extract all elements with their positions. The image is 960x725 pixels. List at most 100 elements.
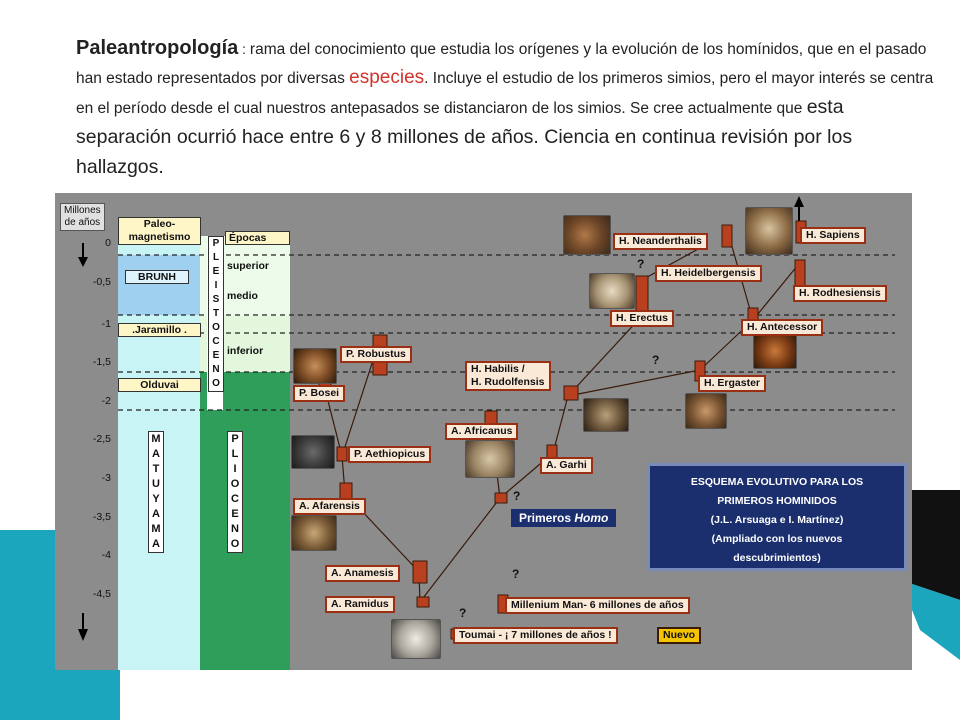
intro-paragraph: Paleantropología : rama del conocimiento… xyxy=(76,34,936,183)
tick-label: -1 xyxy=(101,318,111,330)
skull-photo xyxy=(745,207,793,255)
species-h-sapiens: H. Sapiens xyxy=(800,227,866,244)
intro-text-1: rama del conocimiento que estudia los or… xyxy=(76,41,927,87)
evolution-diagram: Millones de años 0 -0,5 -1 -1,5 -2 -2,5 … xyxy=(55,193,912,670)
matuyama-letter: A xyxy=(152,538,160,550)
species-a-africanus: A. Africanus xyxy=(445,423,519,440)
skull-photo xyxy=(391,619,441,659)
legend-line4: (Ampliado con los nuevos xyxy=(711,533,843,545)
species-a-anamesis: A. Anamesis xyxy=(325,565,400,582)
species-h-antecessor: H. Antecessor xyxy=(741,319,824,336)
species-p-bosei: P. Bosei xyxy=(293,385,346,402)
plioceno-letter: O xyxy=(230,538,240,550)
intro-highlight: especies xyxy=(349,67,425,88)
primeros-text: Primeros xyxy=(519,511,575,525)
tick-label: -2,5 xyxy=(92,433,111,445)
legend-line2: PRIMEROS HOMINIDOS xyxy=(717,495,837,507)
epoch-medio: medio xyxy=(227,290,258,302)
question-mark: ? xyxy=(652,353,660,367)
pleistoceno-letter: P xyxy=(212,238,220,249)
skull-photo xyxy=(753,333,797,369)
paleomag-header-line2: magnetismo xyxy=(128,231,191,243)
plioceno-letter: I xyxy=(233,463,237,475)
pleistoceno-letter: O xyxy=(212,322,220,333)
plioceno-letter: C xyxy=(231,493,239,505)
matuyama-letter: A xyxy=(152,508,160,520)
species-h-neanderthalis: H. Neanderthalis xyxy=(613,233,708,250)
intro-title: Paleantropología xyxy=(76,37,239,59)
skull-photo xyxy=(293,348,337,384)
paleomag-header: Paleo- magnetismo xyxy=(118,217,201,245)
pleistoceno-letter: E xyxy=(212,266,220,277)
skull-photo xyxy=(685,393,727,429)
question-mark: ? xyxy=(512,567,520,581)
axis-title-line2: de años xyxy=(64,217,101,228)
legend-line5: descubrimientos) xyxy=(733,552,821,564)
nuevo-badge: Nuevo xyxy=(657,627,702,644)
epochs-header: Épocas xyxy=(225,231,290,245)
species-toumai: Toumai - ¡ 7 millones de años ! xyxy=(453,627,618,644)
pleistoceno-letter: E xyxy=(212,350,220,361)
pleistoceno-label: P L E I S T O C E N O xyxy=(208,236,224,392)
species-millenium-man: Millenium Man- 6 millones de años xyxy=(505,597,690,614)
species-h-heidelbergensis: H. Heidelbergensis xyxy=(655,265,762,282)
tick-label: -2 xyxy=(101,395,111,407)
question-mark: ? xyxy=(637,257,645,271)
olduvai-label: Olduvai xyxy=(118,378,201,392)
species-p-aethiopicus: P. Aethiopicus xyxy=(348,446,432,463)
pleistoceno-letter: S xyxy=(212,294,220,305)
tick-label: 0 xyxy=(105,237,111,249)
legend-line1: ESQUEMA EVOLUTIVO PARA LOS xyxy=(690,476,864,488)
legend-box: ESQUEMA EVOLUTIVO PARA LOS PRIMEROS HOMI… xyxy=(647,463,907,571)
tick-label: -4,5 xyxy=(92,588,111,600)
epoch-superior: superior xyxy=(227,260,270,272)
question-mark: ? xyxy=(513,489,521,503)
question-mark: ? xyxy=(459,606,467,620)
matuyama-letter: M xyxy=(151,433,161,445)
paleomag-header-line1: Paleo- xyxy=(143,218,176,230)
habilis-line1: H. Habilis / xyxy=(471,363,525,375)
primeros-homo-label: Primeros Homo xyxy=(511,509,617,527)
species-h-erectus: H. Erectus xyxy=(610,310,674,327)
plioceno-letter: L xyxy=(231,448,239,460)
species-a-ramidus: A. Ramidus xyxy=(325,596,395,613)
species-p-robustus: P. Robustus xyxy=(340,346,412,363)
pleistoceno-letter: O xyxy=(212,378,220,389)
epoch-inferior: inferior xyxy=(227,345,264,357)
habilis-line2: H. Rudolfensis xyxy=(471,376,545,388)
plioceno-letter: N xyxy=(231,523,239,535)
matuyama-letter: M xyxy=(151,523,161,535)
intro-text-3: esta separación ocurrió hace entre 6 y 8… xyxy=(76,96,853,178)
tick-label: -0,5 xyxy=(92,276,111,288)
species-a-garhi: A. Garhi xyxy=(540,457,593,474)
homo-text: Homo xyxy=(574,511,609,525)
pleistoceno-letter: T xyxy=(212,308,220,319)
skull-photo xyxy=(583,398,629,432)
skull-photo xyxy=(291,435,335,469)
pleistoceno-letter: C xyxy=(212,336,220,347)
skull-photo xyxy=(291,515,337,551)
pleistoceno-letter: N xyxy=(212,364,220,375)
intro-separator: : xyxy=(238,41,250,57)
species-a-afarensis: A. Afarensis xyxy=(293,498,366,515)
tick-label: -1,5 xyxy=(92,356,111,368)
axis-title-line1: Millones xyxy=(64,205,101,216)
tick-label: -3,5 xyxy=(92,511,111,523)
plioceno-label: P L I O C E N O xyxy=(227,431,243,553)
legend-line3: (J.L. Arsuaga e I. Martínez) xyxy=(710,514,844,526)
pleistoceno-letter: I xyxy=(214,280,218,291)
pleistoceno-letter: L xyxy=(212,252,220,263)
plioceno-letter: P xyxy=(231,433,239,445)
axis-title: Millones de años xyxy=(60,203,105,231)
skull-photo xyxy=(589,273,635,309)
skull-photo xyxy=(563,215,611,255)
matuyama-letter: T xyxy=(152,463,160,475)
jaramillo-label: .Jaramillo . xyxy=(118,323,201,337)
tick-label: -4 xyxy=(101,549,111,561)
brunh-label: BRUNH xyxy=(125,270,189,284)
matuyama-label: M A T U Y A M A xyxy=(148,431,164,553)
skull-photo xyxy=(465,440,515,478)
matuyama-letter: Y xyxy=(152,493,160,505)
species-h-habilis: H. Habilis / H. Rudolfensis xyxy=(465,361,551,391)
matuyama-letter: U xyxy=(152,478,160,490)
